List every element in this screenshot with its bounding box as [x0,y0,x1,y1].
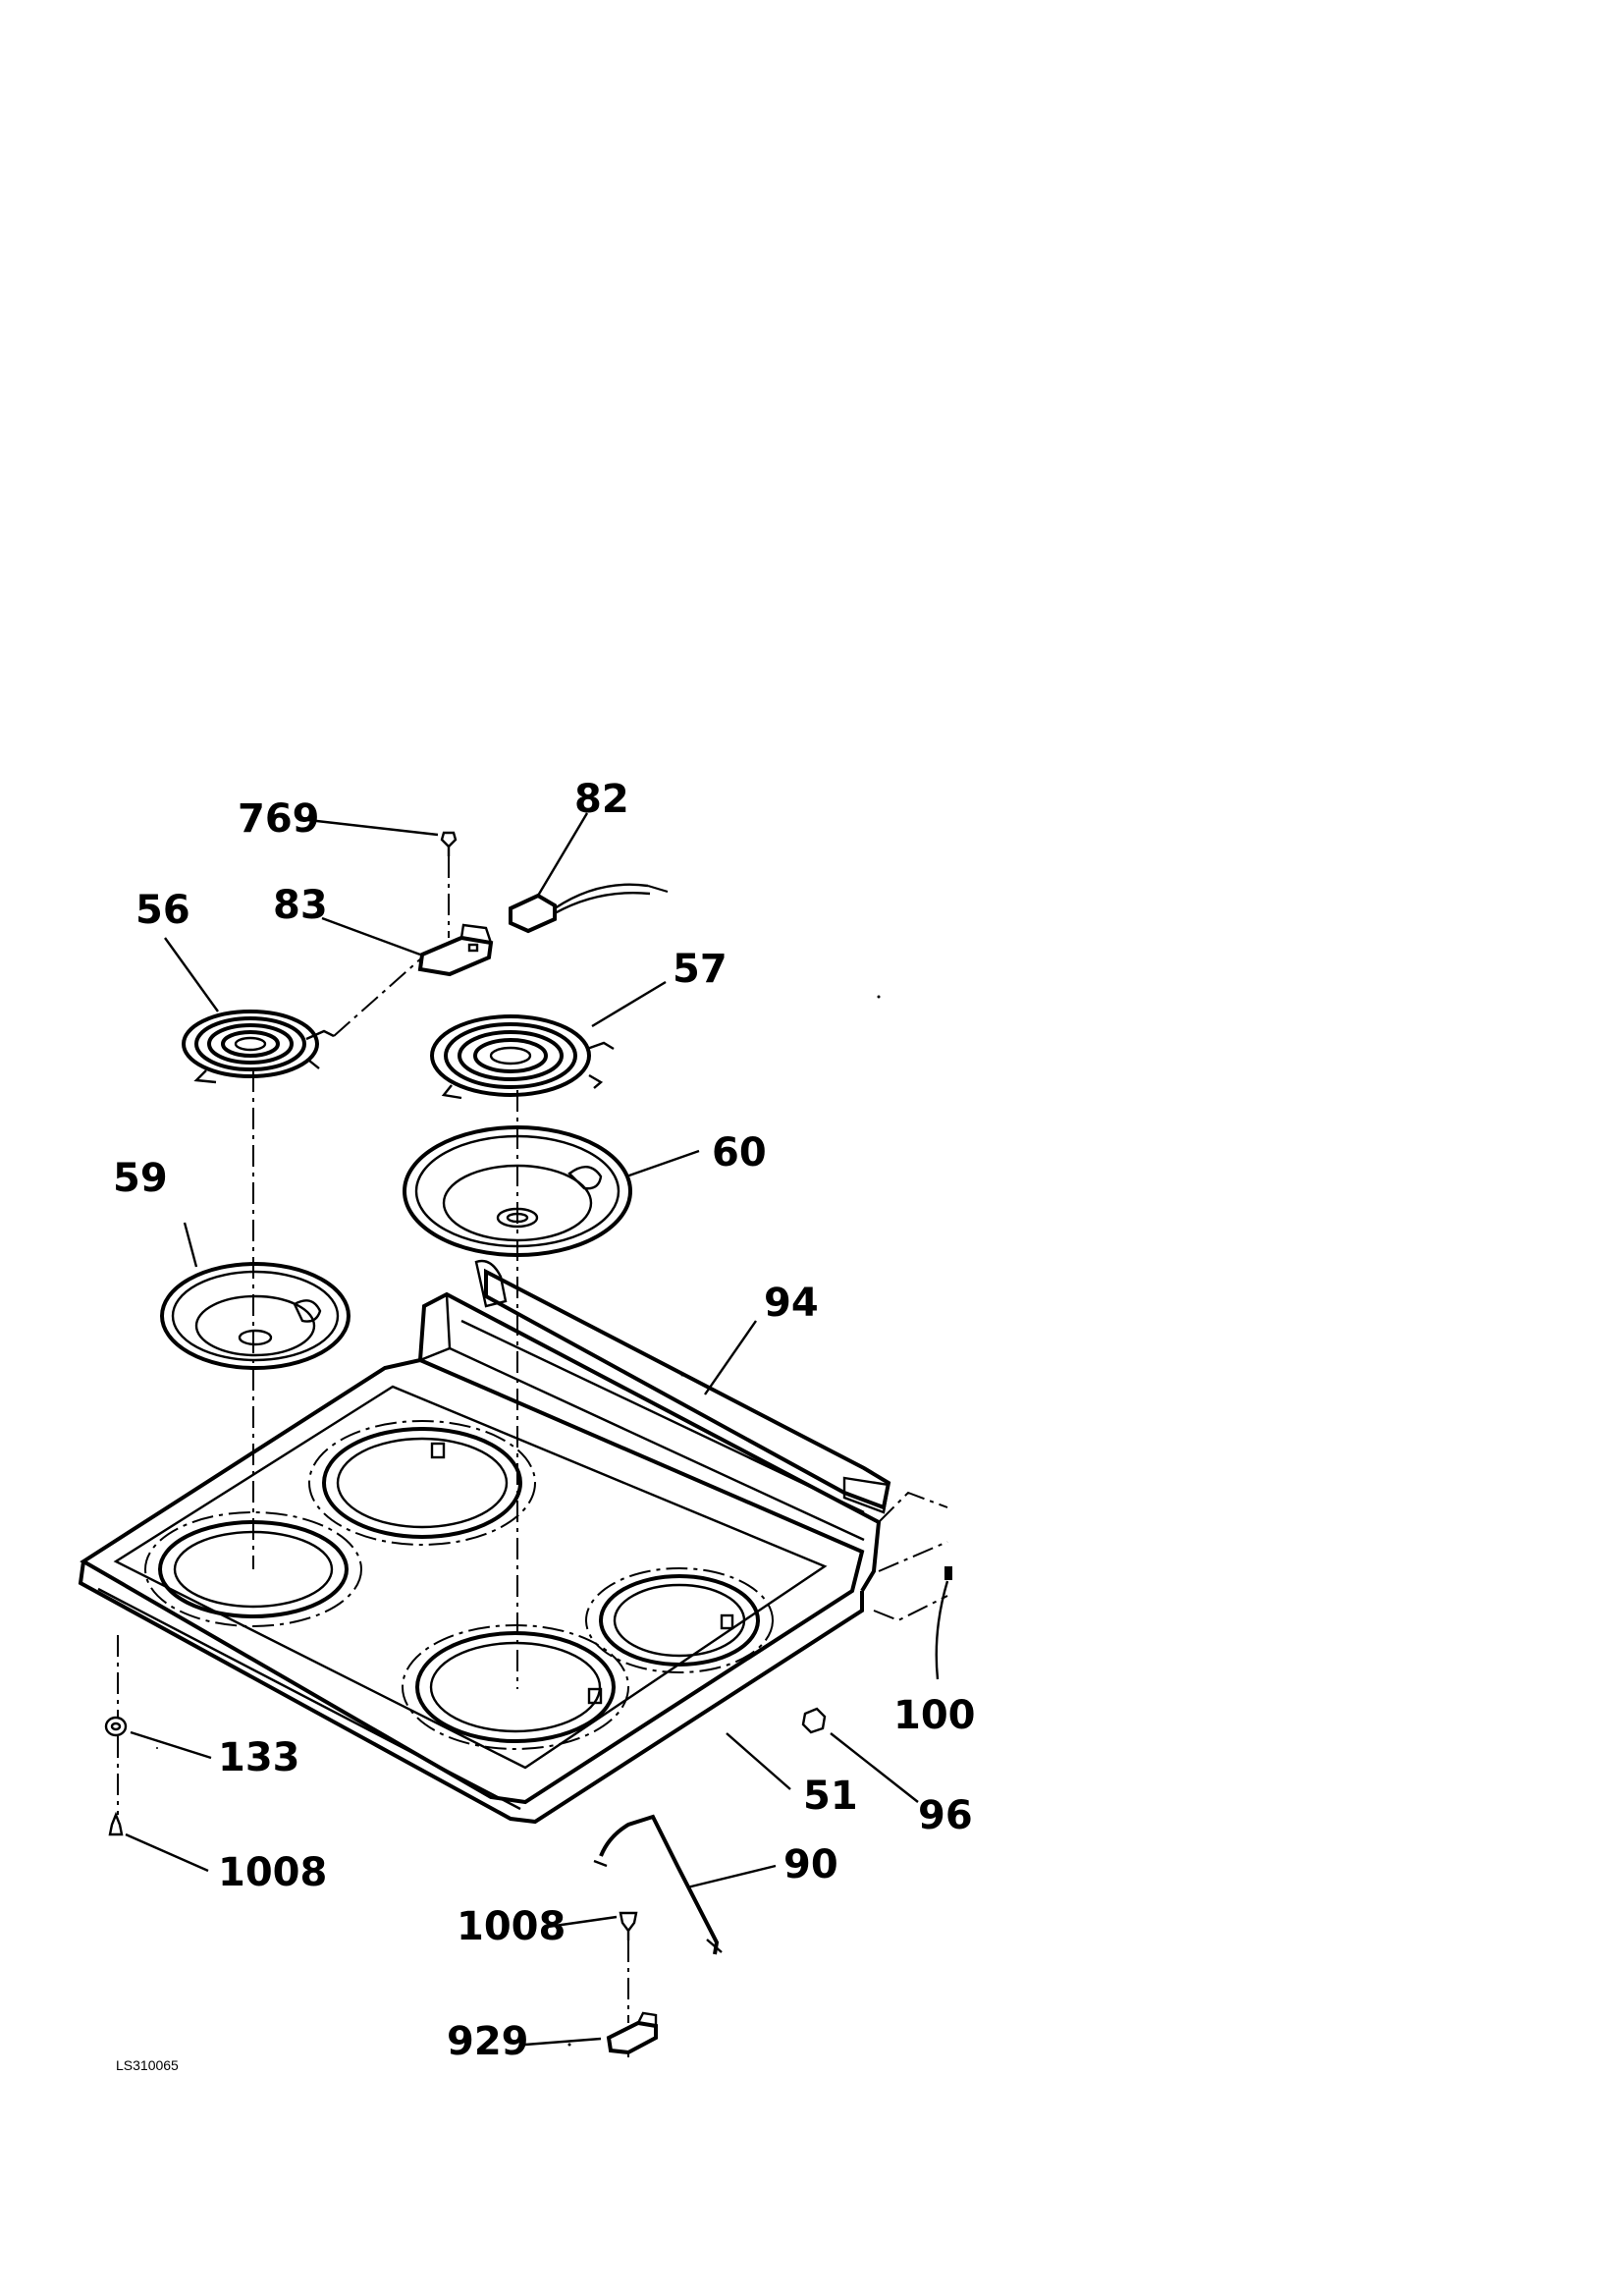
right-side-dashed-panel [873,1491,952,1680]
label-929: 929 [447,2019,529,2064]
screw-1008-center [619,1911,638,1941]
alignment-lines [117,856,629,2057]
label-82: 82 [574,777,629,822]
bracket-929 [606,2011,658,2055]
cooktop-main-top [78,1291,882,1825]
terminal-block-bracket [417,923,494,977]
label-100: 100 [893,1693,976,1738]
label-96: 96 [918,1793,973,1838]
label-57: 57 [673,947,728,992]
label-1008-left: 1008 [218,1850,327,1895]
drawing-code: LS310065 [116,2057,179,2073]
label-133: 133 [218,1735,300,1780]
label-60: 60 [712,1130,767,1175]
leader-lines [125,812,919,2047]
label-59: 59 [113,1156,168,1201]
label-90: 90 [783,1842,838,1887]
screw-1008-left [108,1811,124,1836]
surface-element-large-right [430,1014,615,1100]
label-1008-center: 1008 [457,1904,566,1949]
nut-96 [801,1707,827,1734]
opening-rear-right [585,1567,774,1673]
label-83: 83 [273,883,328,928]
callout-labels: 769 82 56 83 57 59 60 94 100 133 51 96 1… [113,777,976,2073]
label-51: 51 [803,1774,858,1819]
surface-element-small-left [182,1010,335,1084]
rear-trim-bar [474,1259,891,1514]
support-rod-90 [593,1814,723,1955]
label-769: 769 [238,796,320,842]
washer-133 [104,1716,128,1737]
label-94: 94 [764,1281,819,1326]
opening-front-right [402,1624,629,1750]
receptacle-connector [509,883,669,934]
mounting-screw-769 [440,831,458,856]
drip-pan-small [160,1262,351,1370]
cooktop-burner-openings [144,1420,774,1750]
opening-rear-left [308,1420,536,1546]
label-56: 56 [135,888,190,933]
